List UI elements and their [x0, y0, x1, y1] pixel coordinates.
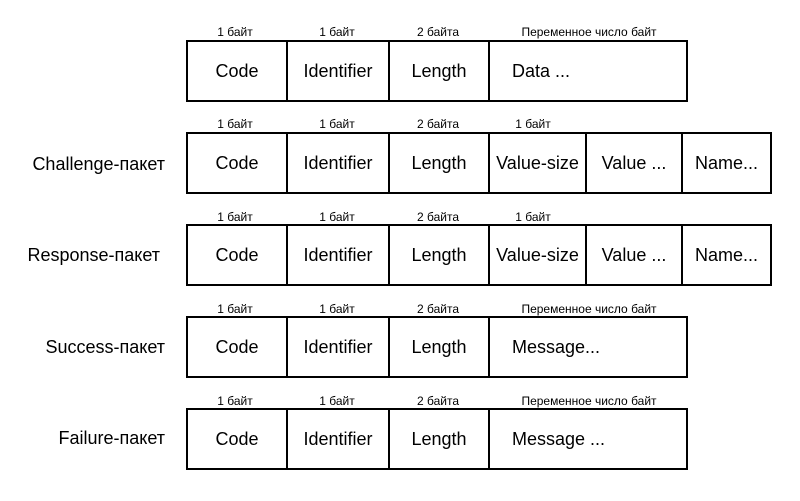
packet-generic: 1 байт 1 байт 2 байта Переменное число б… [0, 0, 800, 102]
field-size-label: 1 байт [217, 117, 253, 131]
field-size-label: 1 байт [217, 25, 253, 39]
field-identifier: Identifier [288, 134, 390, 192]
field-size-label: 1 байт [319, 210, 355, 224]
field-length: Length [390, 410, 490, 468]
packet-response: Response-пакет 1 байт 1 байт 2 байта 1 б… [0, 184, 800, 286]
field-size-label: 2 байта [416, 302, 460, 316]
field-value: Value ... [587, 226, 683, 284]
field-size-label: 1 байт [217, 210, 253, 224]
field-size-label: Переменное число байт [521, 394, 657, 408]
packet-label: Response-пакет [27, 245, 160, 265]
packet-fields: Code Identifier Length Message... [186, 316, 688, 378]
field-length: Length [390, 226, 490, 284]
field-length: Length [390, 134, 490, 192]
field-data: Data ... [512, 60, 571, 81]
field-size-label: 2 байта [416, 25, 460, 39]
field-size-label: 2 байта [416, 117, 460, 131]
packet-failure: Failure-пакет 1 байт 1 байт 2 байта Пере… [0, 368, 800, 470]
field-size-label: 1 байт [319, 117, 355, 131]
field-size-label: 1 байт [319, 302, 355, 316]
packet-fields: Code Identifier Length Message ... [186, 408, 688, 470]
packet-success: Success-пакет 1 байт 1 байт 2 байта Пере… [0, 276, 800, 378]
field-size-label: 1 байт [217, 394, 253, 408]
field-size-label: 1 байт [319, 394, 355, 408]
field-size-label: 2 байта [416, 394, 460, 408]
packet-label: Challenge-пакет [32, 154, 165, 174]
field-code: Code [188, 134, 288, 192]
field-size-label: Переменное число байт [521, 302, 657, 316]
field-code: Code [188, 318, 288, 376]
field-identifier: Identifier [288, 226, 390, 284]
packet-fields: Code Identifier Length Data ... [186, 40, 688, 102]
packet-label: Success-пакет [45, 337, 165, 357]
field-code: Code [188, 42, 288, 100]
field-value: Value ... [587, 134, 683, 192]
field-name: Name... [694, 152, 759, 173]
packet-fields: Code Identifier Length Value-size Value … [186, 132, 772, 194]
field-length: Length [390, 318, 490, 376]
field-size-label: 2 байта [416, 210, 460, 224]
field-size-label: 1 байт [217, 302, 253, 316]
field-name: Name... [694, 244, 759, 265]
field-length: Length [390, 42, 490, 100]
field-identifier: Identifier [288, 318, 390, 376]
field-value-size: Value-size [490, 134, 587, 192]
field-message: Message ... [512, 428, 606, 449]
packet-label: Failure-пакет [58, 428, 165, 448]
packet-challenge: Challenge-пакет 1 байт 1 байт 2 байта 1 … [0, 92, 800, 194]
packet-fields: Code Identifier Length Value-size Value … [186, 224, 772, 286]
field-size-label: 1 байт [515, 117, 551, 131]
field-identifier: Identifier [288, 410, 390, 468]
field-code: Code [188, 226, 288, 284]
field-size-label: Переменное число байт [521, 25, 657, 39]
field-size-label: 1 байт [319, 25, 355, 39]
field-size-label: 1 байт [515, 210, 551, 224]
field-value-size: Value-size [490, 226, 587, 284]
field-message: Message... [512, 336, 601, 357]
field-code: Code [188, 410, 288, 468]
field-identifier: Identifier [288, 42, 390, 100]
